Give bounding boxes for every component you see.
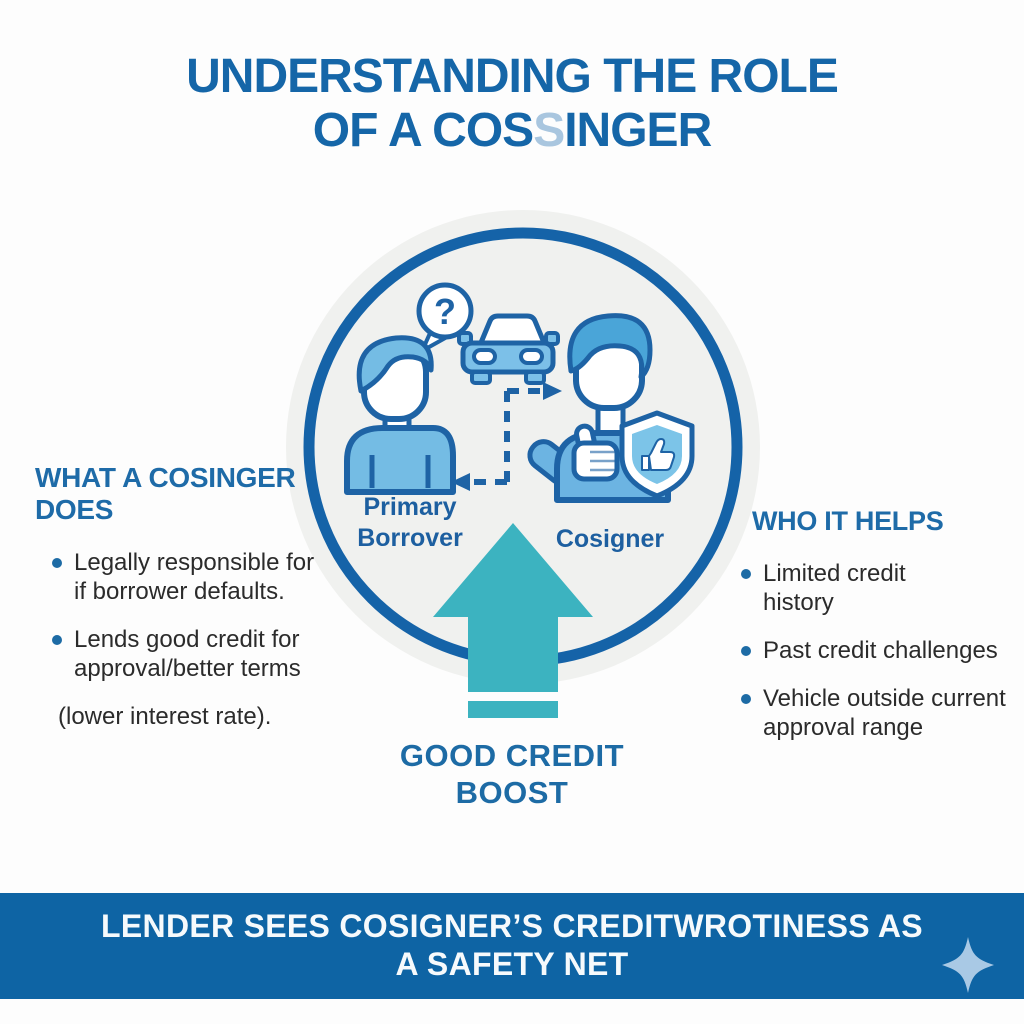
primary-borrower-label: Primary Borrover (357, 493, 463, 552)
question-mark: ? (434, 291, 456, 332)
good-credit-boost-caption: GOOD CREDIT BOOST (399, 738, 625, 810)
bullet-text: Limited credit history (763, 560, 906, 616)
list-item: Vehicle outside current approval range (741, 684, 1022, 742)
title-line-2-post: INGER (564, 104, 712, 157)
left-bullet-list: Legally responsible for if borrower defa… (35, 548, 325, 683)
bullet-text: Lends good credit for approval/better te… (74, 626, 301, 682)
car-icon (457, 313, 560, 385)
right-section-heading: WHO IT HELPS (752, 506, 944, 536)
bullet-text: Legally responsible for if borrower defa… (74, 549, 315, 605)
bullet-text: Past credit challenges (763, 637, 998, 664)
dashed-connector (451, 382, 562, 491)
bullet-dot-icon (52, 558, 62, 568)
title-line-2-pre: OF A COS (312, 104, 534, 157)
up-arrow-icon (433, 523, 593, 718)
primary-borrower-icon (344, 335, 456, 495)
list-item: Limited credit history (741, 559, 1022, 617)
list-item: Lends good credit for approval/better te… (52, 625, 325, 683)
interest-rate-note: (lower interest rate). (58, 703, 272, 730)
banner-text: LENDER SEES COSIGNER’S CREDITWROTINESS A… (101, 908, 923, 982)
right-bullet-list: Limited credit history Past credit chall… (730, 559, 1022, 742)
page-title: UNDERSTANDING THE ROLE OF A COSSINGER (0, 50, 1024, 158)
title-line-1: UNDERSTANDING THE ROLE (186, 50, 839, 103)
arrowhead-left-icon (451, 473, 470, 491)
bullet-dot-icon (741, 646, 751, 656)
bottom-banner: LENDER SEES COSIGNER’S CREDITWROTINESS A… (0, 893, 1024, 999)
cosigner-label: Cosigner (555, 525, 665, 553)
bullet-text: Vehicle outside current approval range (763, 685, 1006, 741)
bullet-dot-icon (52, 635, 62, 645)
bullet-dot-icon (741, 694, 751, 704)
what-a-cosigner-does-section: WHAT A COSINGER DOES Legally responsible… (35, 462, 325, 731)
left-section-heading: WHAT A COSINGER DOES (35, 462, 296, 525)
list-item: Past credit challenges (741, 636, 1022, 665)
list-item: Legally responsible for if borrower defa… (52, 548, 325, 606)
title-ghost-letter: S (533, 104, 565, 157)
thumbs-up-hand-icon (571, 423, 620, 482)
sparkle-icon (942, 937, 994, 993)
arrowhead-right-icon (543, 382, 562, 400)
bullet-dot-icon (741, 569, 751, 579)
title-line-2: OF A COSSINGER (0, 104, 1024, 158)
who-it-helps-section: WHO IT HELPS Limited credit history Past… (730, 505, 1022, 761)
shield-thumbs-up-icon (619, 410, 695, 499)
